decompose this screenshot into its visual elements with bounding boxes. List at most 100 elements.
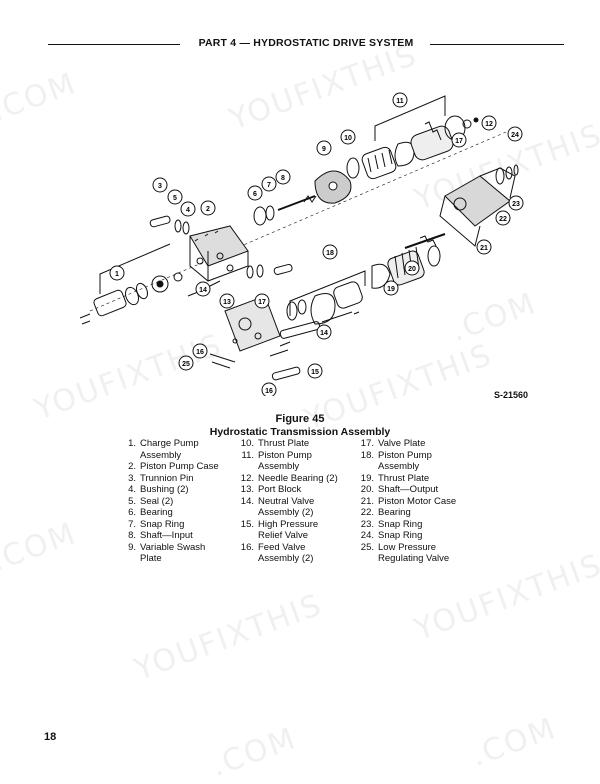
- legend-item-label: Trunnion Pin: [140, 472, 194, 484]
- legend-item-number: 12.: [240, 472, 254, 484]
- callout-4: 4: [180, 201, 196, 217]
- svg-text:20: 20: [408, 266, 416, 273]
- callout-2: 2: [200, 200, 216, 216]
- legend-item-number: 20.: [360, 484, 374, 495]
- legend-item: 15.High Pressure Relief Valve: [236, 519, 356, 542]
- legend-item-label: Charge Pump Assembly: [140, 438, 199, 461]
- legend-item-label: Port Block: [258, 484, 302, 495]
- callout-17: 17: [451, 132, 467, 148]
- piston-pump-assembly-18: [286, 233, 446, 325]
- legend-item-number: 19.: [360, 472, 374, 484]
- legend-item-number: 22.: [360, 507, 374, 518]
- legend-item-label: Neutral Valve Assembly (2): [258, 495, 315, 519]
- legend-item-label: Piston Pump Case: [140, 461, 219, 472]
- legend-item-label: Piston Pump Assembly: [258, 449, 312, 473]
- legend-item-number: 11.: [241, 449, 254, 461]
- figure-reference-code: S-21560: [494, 390, 529, 400]
- legend-item-number: 17.: [360, 438, 374, 449]
- svg-text:16: 16: [265, 388, 273, 395]
- callout-6: 6: [247, 185, 263, 201]
- svg-text:17: 17: [455, 138, 463, 145]
- callout-23: 23: [508, 195, 524, 211]
- svg-text:11: 11: [396, 98, 404, 105]
- legend-item: 2. Piston Pump Case: [118, 461, 238, 473]
- legend-item-label: Snap Ring: [140, 518, 185, 530]
- legend-item: 19.Thrust Plate: [356, 473, 476, 485]
- svg-text:14: 14: [320, 330, 328, 337]
- legend-item: 14. Neutral Valve Assembly (2): [236, 496, 356, 519]
- legend-item: 9.Variable Swash Plate: [118, 542, 238, 565]
- legend-item: 24.Snap Ring: [356, 530, 476, 542]
- legend-item-number: 5.: [128, 495, 136, 507]
- legend-item-number: 8.: [128, 530, 136, 541]
- callout-21: 21: [476, 239, 492, 255]
- legend-item-label: Piston Pump Assembly: [378, 449, 432, 473]
- section-title: PART 4 — HYDROSTATIC DRIVE SYSTEM: [198, 37, 414, 49]
- callouts: 1 2 3 4 5 6 7 8 9 10 11 12 13 14 14 15 1…: [109, 92, 524, 396]
- callout-5: 5: [167, 189, 183, 205]
- piston-pump-assembly-11: [346, 115, 479, 180]
- legend-item-number: 9.: [128, 541, 136, 553]
- legend-item-number: 10.: [240, 438, 254, 449]
- legend-item: 1. Charge Pump Assembly: [118, 438, 238, 461]
- callout-24: 24: [507, 126, 523, 142]
- legend-item: 8.Shaft—Input: [118, 530, 238, 542]
- svg-text:8: 8: [281, 175, 285, 182]
- callout-15: 15: [307, 363, 323, 379]
- legend-item-number: 4.: [128, 484, 136, 495]
- legend-item: 13. Port Block: [236, 484, 356, 496]
- legend-item: 3. Trunnion Pin: [118, 473, 238, 485]
- svg-text:2: 2: [206, 206, 210, 213]
- legend-item-number: 24.: [360, 530, 374, 541]
- callout-9: 9: [316, 140, 332, 156]
- legend-item: 23.Snap Ring: [356, 519, 476, 531]
- watermark: .COM: [466, 711, 562, 774]
- legend-item-number: 2.: [128, 461, 136, 472]
- legend-column-1: 1. Charge Pump Assembly 2. Piston Pump Case…: [118, 438, 238, 565]
- callout-14b: 14: [316, 324, 332, 340]
- header-rule-right: [430, 44, 564, 45]
- legend-item-number: 6.: [128, 507, 136, 518]
- legend-item: 11. Piston Pump Assembly: [236, 450, 356, 473]
- callout-19: 19: [383, 280, 399, 296]
- legend-item: 5.Seal (2): [118, 496, 238, 508]
- legend-item-number: 14.: [240, 495, 254, 507]
- callout-17b: 17: [254, 293, 270, 309]
- svg-text:10: 10: [344, 135, 352, 142]
- legend-item-number: 13.: [240, 484, 254, 495]
- legend-item-label: Valve Plate: [378, 438, 426, 449]
- svg-text:19: 19: [387, 286, 395, 293]
- legend-item: 12.Needle Bearing (2): [236, 473, 356, 485]
- callout-14: 14: [195, 281, 211, 297]
- svg-text:25: 25: [182, 361, 190, 368]
- callout-11: 11: [392, 92, 408, 108]
- legend-item-label: Piston Motor Case: [378, 495, 457, 507]
- legend-item: 17. Valve Plate: [356, 438, 476, 450]
- piston-pump-case: [189, 225, 249, 282]
- watermark: .COM: [206, 721, 302, 784]
- callout-7: 7: [261, 176, 277, 192]
- legend-item-label: Shaft—Output: [378, 484, 439, 495]
- figure-caption: Figure 45 Hydrostatic Transmission Assem…: [150, 413, 450, 438]
- input-shaft-group: [253, 195, 317, 226]
- legend-item: 7. Snap Ring: [118, 519, 238, 531]
- section-header: PART 4 — HYDROSTATIC DRIVE SYSTEM: [48, 36, 564, 52]
- svg-text:4: 4: [186, 207, 190, 214]
- legend-item: 6.Bearing: [118, 507, 238, 519]
- svg-text:9: 9: [322, 146, 326, 153]
- legend-item-number: 7.: [128, 518, 136, 530]
- legend-item: 20. Shaft—Output: [356, 484, 476, 496]
- legend-item: 25.Low Pressure Regulating Valve: [356, 542, 476, 565]
- callout-12: 12: [481, 115, 497, 131]
- legend-item-number: 1.: [128, 438, 136, 449]
- legend-item-number: 3.: [128, 472, 136, 484]
- legend-item: 10.Thrust Plate: [236, 438, 356, 450]
- svg-text:15: 15: [311, 369, 319, 376]
- legend-item-label: High Pressure Relief Valve: [258, 518, 319, 542]
- legend-item: 4.Bushing (2): [118, 484, 238, 496]
- legend-item: 22. Bearing: [356, 507, 476, 519]
- legend-item-label: Bearing: [378, 507, 411, 518]
- svg-text:3: 3: [158, 183, 162, 190]
- swash-plate: [314, 170, 352, 204]
- svg-text:7: 7: [267, 182, 271, 189]
